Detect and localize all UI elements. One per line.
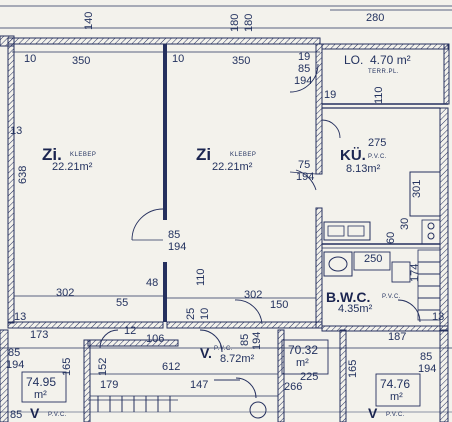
loggia-area: 4.70 m² [370,53,411,67]
dim-174: 174 [409,263,421,282]
room-zi-right-area: 22.21m² [212,161,253,173]
dim-150: 150 [270,299,289,311]
dim-10-left: 10 [24,53,37,65]
dim-194-hall: 194 [251,331,263,350]
room-zi-right-name: Zi [196,145,212,164]
room-kitchen-name: KÜ. [340,147,366,164]
box-a-area: 70.32 [288,343,319,357]
room-kitchen-finish: P.V.C. [368,154,388,160]
room-hall-finish: P.V.C. [214,346,234,352]
dim-85-hall: 85 [239,333,251,346]
box-c-unit: m² [390,391,403,403]
dim-85-right: 85 [420,351,433,363]
room-bath-finish: P.V.C. [382,294,402,300]
dim-612: 612 [162,361,181,373]
room-bottom-right-name: V [368,405,378,421]
dim-106: 106 [146,333,165,345]
dim-194-door: 194 [294,75,313,87]
dim-194-right: 194 [418,363,437,375]
box-a-unit: m² [296,357,309,369]
dim-10-hall: 10 [199,307,211,320]
dim-top-280: 280 [366,12,385,24]
dim-60: 60 [385,231,397,244]
dim-85-bottom: 85 [10,409,23,421]
dim-85-door: 85 [298,63,311,75]
dim-13-left: 13 [10,125,23,137]
dim-194-left: 194 [6,359,25,371]
room-kitchen-area: 8.13m² [346,163,381,175]
dim-194-kitchen-door: 194 [296,171,315,183]
dim-152: 152 [97,357,109,376]
room-zi-right-finish: KLEBEP [230,152,257,158]
room-zi-left-name: Zi. [42,145,62,164]
room-bath-name: B.W.C. [326,289,371,305]
dim-147: 147 [190,379,209,391]
dim-85-left: 85 [8,347,21,359]
loggia-name: LO. [344,53,364,67]
box-c-area: 74.76 [380,377,411,391]
room-hall-area: 8.72m² [220,353,255,365]
room-bottom-left-name: V [30,405,40,421]
dim-165-left: 165 [61,357,73,376]
dim-350-left: 350 [72,55,91,67]
dim-13-bottom-right: 13 [432,311,445,323]
dim-12: 12 [124,325,137,337]
dim-194-middoor: 194 [168,241,187,253]
dim-top-140: 140 [83,11,95,30]
dim-48: 48 [146,277,159,289]
room-zi-left-area: 22.21m² [52,161,93,173]
dim-top-180: 180 [229,13,241,32]
dim-30: 30 [399,217,411,230]
room-hall-name: V. [200,345,212,361]
dim-75: 75 [298,159,311,171]
dim-19-loggia: 19 [324,89,337,101]
dim-350-right: 350 [232,55,251,67]
dim-19: 19 [298,51,311,63]
dim-302-right: 302 [244,289,263,301]
room-bottom-left-finish: P.V.C. [48,412,68,418]
loggia-finish: TERR.PL. [368,69,400,75]
room-zi-left-finish: KLEBEP [70,152,97,158]
dim-250: 250 [364,253,383,265]
dim-110-loggia: 110 [373,86,385,104]
box-b-area: 74.95 [26,375,57,389]
dim-173: 173 [30,329,49,341]
box-b-unit: m² [34,389,47,401]
dim-110-mid: 110 [195,268,207,286]
dim-301: 301 [411,179,423,198]
dim-266: 266 [284,381,303,393]
room-bottom-right-finish: P.V.C. [386,412,406,418]
dim-225: 225 [300,371,319,383]
dim-55: 55 [116,297,129,309]
dim-275: 275 [368,137,387,149]
dim-638: 638 [17,165,29,184]
dim-179: 179 [100,379,119,391]
dim-85-middoor: 85 [168,229,181,241]
dim-25: 25 [185,307,197,320]
dim-top-180b: 180 [243,13,255,32]
dim-10-mid: 10 [172,53,185,65]
dim-13-bottom: 13 [14,311,27,323]
dim-302-left: 302 [56,287,75,299]
dim-165-right: 165 [347,359,359,378]
dim-187: 187 [388,331,407,343]
room-bath-area: 4.35m² [338,303,373,315]
